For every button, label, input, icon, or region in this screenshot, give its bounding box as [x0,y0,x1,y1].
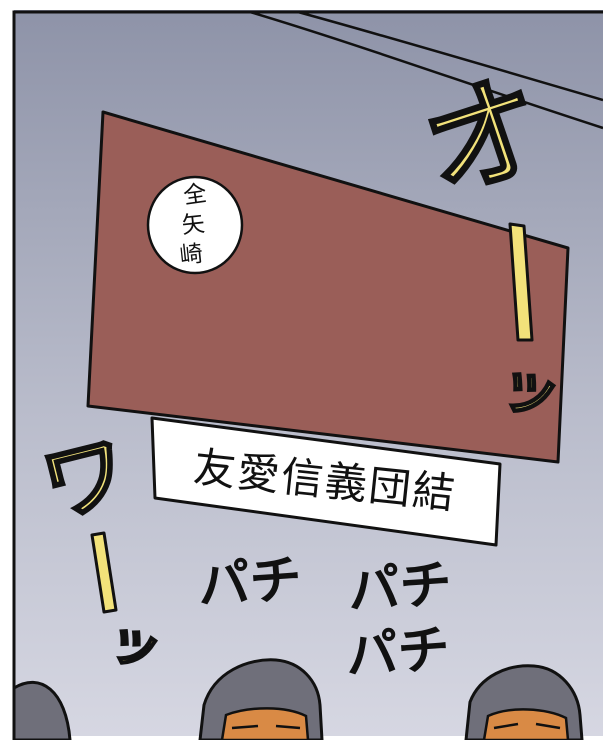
panel-border [12,10,603,730]
slogan-sign: 友愛信義団結 [150,416,502,547]
sfx-clap-1: パチ [196,549,304,616]
power-lines [249,10,603,130]
sfx-clap-3: パチ [344,619,452,686]
crowd-head-center [198,658,324,740]
sfx-left-dash [90,531,118,614]
crest-char-2: 矢 [180,211,206,239]
crest-char-1: 全 [182,181,208,210]
crest-char-3: 崎 [178,241,204,269]
banner-crest: 全 矢 崎 [146,175,244,275]
crowd-head-right [464,664,584,740]
sfx-clap: パチ パチ パチ [196,549,454,686]
sfx-right-dash [508,222,534,342]
sfx-clap-2: パチ [346,554,454,621]
